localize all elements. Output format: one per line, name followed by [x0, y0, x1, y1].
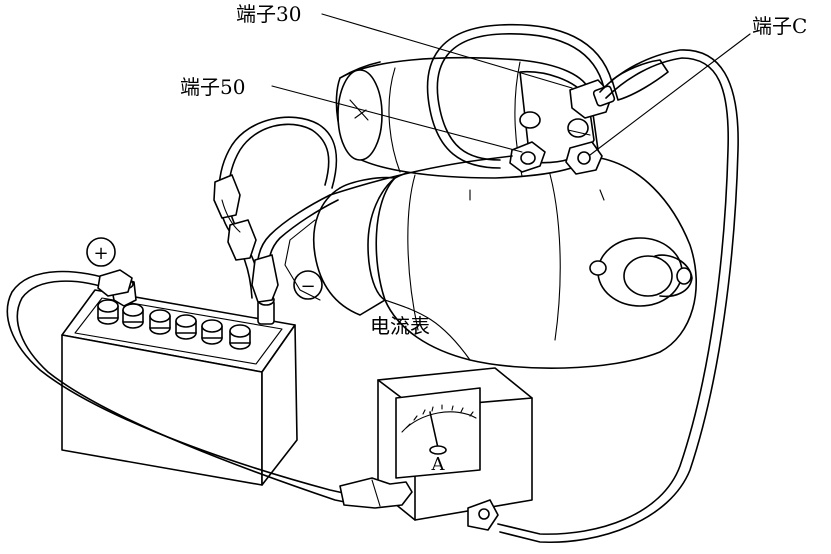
positive-sign: +: [86, 237, 116, 267]
label-ammeter: 电流表: [370, 314, 430, 338]
starter-motor: [284, 154, 697, 369]
svg-text:+: +: [93, 243, 108, 264]
battery: [61, 277, 298, 486]
terminal-50: [509, 141, 546, 173]
battery-cell-caps: [97, 299, 251, 350]
svg-text:−: −: [300, 276, 315, 297]
label-terminal-30: 端子30: [236, 2, 301, 26]
leader-terminal-30: [321, 13, 573, 89]
leader-terminal-c: [589, 33, 751, 156]
label-terminal-c: 端子C: [752, 14, 807, 38]
leader-terminal-50: [271, 85, 523, 153]
negative-sign: −: [293, 270, 323, 300]
label-terminal-50: 端子50: [180, 75, 245, 99]
terminal-30: [569, 59, 669, 119]
ammeter: [377, 367, 533, 531]
solenoid: [335, 56, 599, 179]
ammeter-symbol: A: [431, 454, 446, 475]
cables: [6, 23, 739, 544]
callout-leaders: [271, 13, 751, 156]
terminal-c: [565, 141, 603, 175]
